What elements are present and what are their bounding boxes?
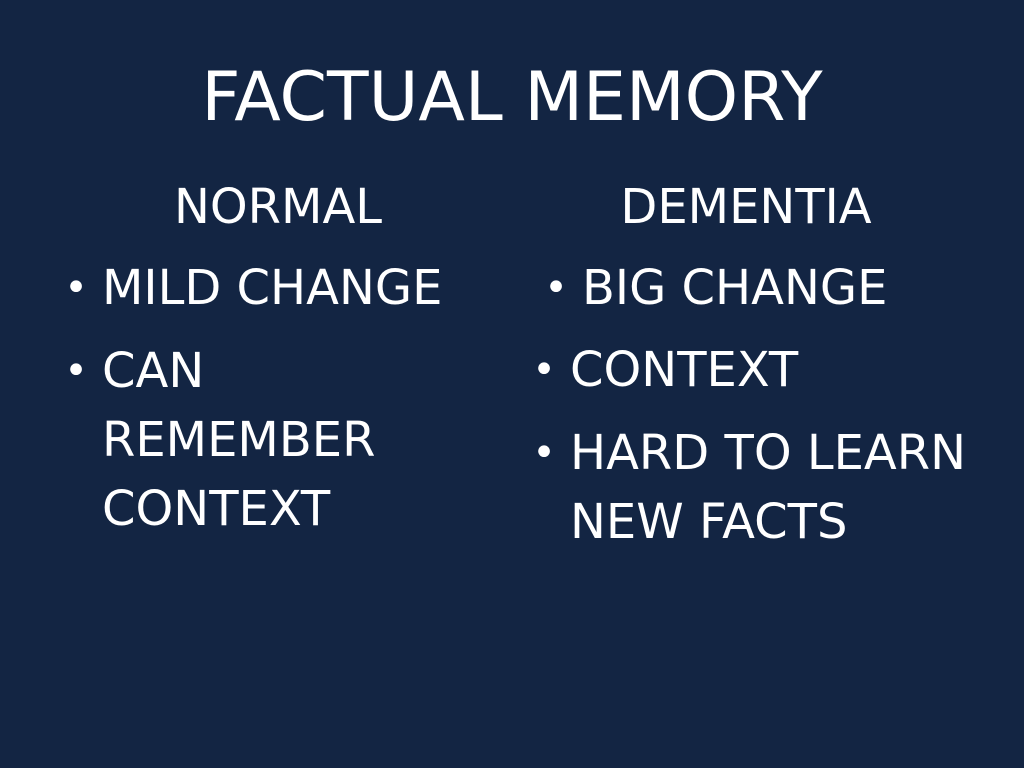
list-item-text: MILD CHANGE bbox=[102, 260, 443, 316]
list-item: • CONTEXT bbox=[526, 336, 996, 405]
list-item: • CAN REMEMBER CONTEXT bbox=[58, 337, 478, 544]
bullet-icon: • bbox=[532, 347, 556, 393]
column-heading-normal: NORMAL bbox=[173, 179, 383, 235]
list-item-text: CAN REMEMBER CONTEXT bbox=[102, 343, 376, 537]
list-item: • MILD CHANGE bbox=[58, 254, 478, 323]
bullet-icon: • bbox=[64, 265, 88, 311]
list-item: • BIG CHANGE bbox=[538, 254, 1008, 323]
column-heading-dementia: DEMENTIA bbox=[620, 179, 872, 235]
list-item-text: BIG CHANGE bbox=[582, 260, 888, 316]
bullet-list-dementia: • CONTEXT • HARD TO LEARN NEW FACTS bbox=[526, 336, 996, 571]
slide-title: FACTUAL MEMORY bbox=[201, 58, 823, 137]
list-item-text: HARD TO LEARN NEW FACTS bbox=[570, 425, 967, 550]
list-item-text: CONTEXT bbox=[570, 342, 799, 398]
list-item: • HARD TO LEARN NEW FACTS bbox=[526, 419, 996, 557]
bullet-list-normal: • MILD CHANGE • CAN REMEMBER CONTEXT bbox=[58, 254, 478, 558]
bullet-icon: • bbox=[64, 348, 88, 394]
bullet-list-dementia-first: • BIG CHANGE bbox=[538, 254, 1008, 323]
bullet-icon: • bbox=[544, 265, 568, 311]
bullet-icon: • bbox=[532, 430, 556, 476]
